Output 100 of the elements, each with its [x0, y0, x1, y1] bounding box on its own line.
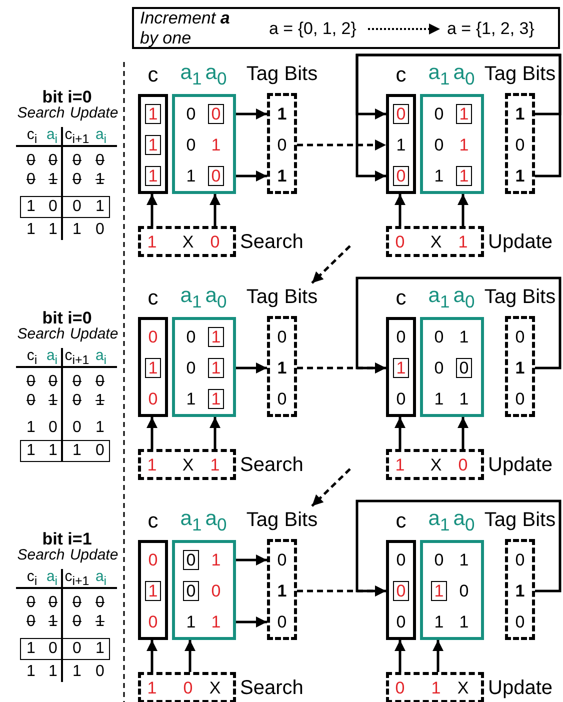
truth-value: 0	[48, 641, 58, 657]
step-label: Update	[488, 455, 552, 475]
column-label: c$_{i+1}$	[64, 348, 90, 366]
bit-value: 1	[277, 106, 287, 122]
arrow	[356, 276, 562, 374]
table-title: bit i=1	[42, 530, 92, 548]
truth-value: 1	[72, 664, 82, 680]
table-title: bit i=0	[42, 310, 92, 326]
selected-bit-box	[145, 358, 161, 378]
truth-value: 1	[48, 222, 58, 238]
bit-value: 0	[515, 136, 525, 154]
bit-value: 1	[211, 614, 221, 630]
bit-value: 1	[515, 106, 525, 122]
title-text: Increment a by one	[140, 8, 231, 48]
bit-value: 0	[186, 136, 196, 154]
truth-value: 0	[26, 374, 36, 390]
truth-value: 1	[26, 641, 36, 657]
column-label: a$_{i}$	[95, 126, 107, 146]
bit-value: 0	[277, 136, 287, 154]
arrow	[146, 417, 158, 449]
bit-value: X	[430, 456, 442, 474]
bit-value: 1	[515, 168, 525, 184]
bit-value: 0	[148, 552, 158, 568]
arrow	[236, 554, 267, 566]
bit-value: 0	[277, 614, 287, 630]
bit-value: 0	[515, 328, 525, 346]
column-heading: c	[396, 64, 406, 86]
selected-row-box	[20, 196, 110, 218]
arrow	[394, 194, 406, 226]
bit-value: 1	[211, 136, 221, 154]
bit-value: 0	[186, 360, 196, 376]
arrow	[236, 108, 267, 120]
column-heading: c	[148, 510, 158, 532]
column-heading: Tag Bits	[484, 64, 556, 84]
column-heading: a$_{0}$	[453, 508, 475, 534]
arrow	[236, 616, 267, 628]
selected-bit-box	[183, 581, 199, 601]
truth-value: 0	[72, 374, 82, 390]
bit-value: 1	[277, 168, 287, 184]
selected-bit-box	[208, 104, 224, 124]
column-heading: c	[148, 288, 158, 308]
column-heading: a$_{1}$	[428, 285, 450, 311]
bit-value: 1	[434, 390, 444, 408]
bit-value: 1	[211, 552, 221, 568]
column-label: a$_{i}$	[46, 348, 58, 366]
bit-value: 0	[395, 680, 405, 696]
bit-value: 1	[434, 168, 444, 184]
bit-value: 1	[148, 168, 158, 184]
selected-bit-box	[393, 166, 409, 186]
truth-value: 0	[26, 614, 36, 630]
truth-value: 0	[72, 393, 82, 409]
bit-value: 0	[186, 552, 196, 568]
truth-value: 1	[96, 641, 104, 657]
column-heading: a$_{0}$	[453, 285, 475, 311]
bit-value: 1	[186, 390, 196, 408]
bit-value: X	[209, 680, 221, 696]
truth-value: 0	[26, 393, 36, 409]
truth-value: 1	[94, 614, 106, 630]
selected-bit-box	[208, 327, 224, 347]
column-label: a$_{i}$	[46, 126, 58, 146]
selected-bit-box	[456, 358, 472, 378]
bit-value: 1	[515, 582, 525, 600]
title-box	[132, 7, 560, 49]
truth-value: 1	[94, 393, 106, 409]
bit-value: 1	[186, 614, 196, 630]
bit-value: 0	[515, 614, 525, 630]
column-heading: a$_{1}$	[180, 62, 202, 88]
bit-value: 0	[515, 552, 525, 568]
truth-value: 1	[26, 664, 36, 680]
selected-bit-box	[393, 104, 409, 124]
bit-value: X	[182, 234, 194, 250]
bit-value: 1	[148, 360, 158, 376]
column-heading: a$_{0}$	[453, 62, 475, 88]
bit-value: 0	[458, 456, 468, 474]
bit-value: 0	[277, 390, 287, 408]
step-label: Search	[240, 678, 304, 698]
bit-value: 1	[459, 168, 469, 184]
bit-value: 1	[186, 168, 196, 184]
bit-value: 1	[211, 390, 221, 408]
truth-value: 0	[94, 595, 106, 611]
selected-bit-box	[145, 135, 161, 155]
bit-value: 0	[396, 614, 406, 630]
bit-value: X	[430, 234, 442, 250]
truth-value: 0	[96, 222, 104, 238]
selected-row-box	[20, 638, 110, 660]
truth-value: 1	[96, 420, 104, 436]
arrow	[311, 468, 351, 507]
column-heading: c	[396, 288, 406, 308]
selected-bit-box	[208, 389, 224, 409]
truth-value: 1	[94, 172, 106, 188]
bit-value: 1	[396, 136, 406, 154]
column-heading: a$_{0}$	[205, 285, 227, 311]
truth-value: 0	[72, 595, 82, 611]
bit-value: 0	[459, 582, 469, 600]
truth-value: 0	[72, 641, 82, 657]
truth-value: 0	[72, 172, 82, 188]
bit-value: 1	[459, 614, 469, 630]
truth-value: 0	[26, 595, 36, 611]
arrow	[146, 640, 158, 672]
truth-value: 0	[48, 199, 58, 215]
